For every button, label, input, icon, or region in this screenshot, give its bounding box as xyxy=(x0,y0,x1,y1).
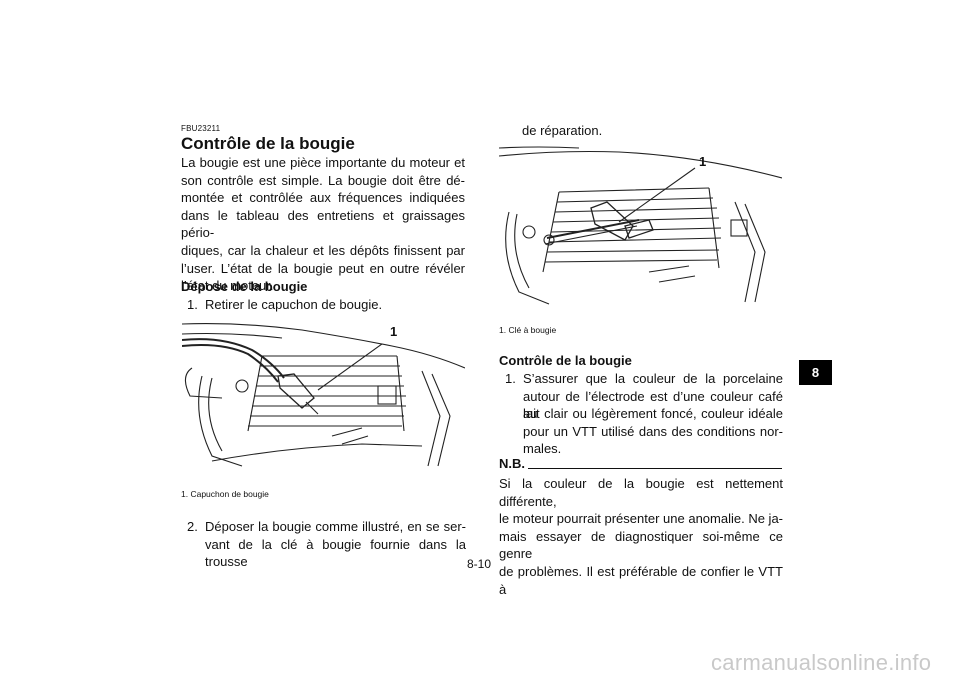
check-step-1: 1. S’assurer que la couleur de la porcel… xyxy=(505,370,783,460)
removal-step-2: 2. Déposer la bougie comme illustré, en … xyxy=(187,518,467,569)
figure-spark-plug-wrench: 1 xyxy=(499,142,782,310)
step-text-line: pour un VTT utilisé dans des conditions … xyxy=(523,423,783,439)
figure2-callout: 1 xyxy=(699,154,707,169)
step-text-line: autour de l’électrode est d’une couleur … xyxy=(523,388,783,422)
note-line: Si la couleur de la bougie est nettement… xyxy=(499,476,783,509)
intro-line: La bougie est une pièce importante du mo… xyxy=(181,155,465,170)
removal-step-1: 1. Retirer le capuchon de bougie. xyxy=(187,296,467,314)
intro-line: diques, car la chaleur et les dépôts fin… xyxy=(181,242,465,258)
step-text-line: lait clair ou légèrement foncé, couleur … xyxy=(523,406,783,422)
check-heading: Contrôle de la bougie xyxy=(499,353,632,368)
step-text-line: males. xyxy=(523,441,562,457)
step-number: 1. xyxy=(505,371,516,386)
step-number: 2. xyxy=(187,519,198,534)
engine-illustration-1 xyxy=(182,323,465,467)
page-number: 8-10 xyxy=(467,557,492,571)
step-text-line: vant de la clé à bougie fournie dans la … xyxy=(205,536,466,570)
chapter-tab: 8 xyxy=(799,360,832,385)
figure1-callout: 1 xyxy=(390,324,398,339)
intro-line: l’user. L’état de la bougie peut en outr… xyxy=(181,260,465,276)
step-text: Retirer le capuchon de bougie. xyxy=(205,297,383,312)
removal-step-2-continued: de réparation. xyxy=(522,123,603,138)
step-number: 1. xyxy=(187,297,198,312)
note-paragraph: Si la couleur de la bougie est nettement… xyxy=(499,475,783,598)
section-code: FBU23211 xyxy=(181,124,221,133)
figure1-caption: 1. Capuchon de bougie xyxy=(181,489,269,499)
intro-line: montée et contrôlée aux fréquences indiq… xyxy=(181,190,465,206)
step-text-line: Déposer la bougie comme illustré, en se … xyxy=(205,519,466,534)
section-title: Contrôle de la bougie xyxy=(181,134,355,153)
step-text-line: S’assurer que la couleur de la porcelain… xyxy=(523,371,783,386)
engine-illustration-2 xyxy=(499,146,782,305)
note-line: le moteur pourrait présenter une anomali… xyxy=(499,511,783,527)
intro-line: l’état du moteur. xyxy=(181,278,274,294)
watermark-text: carmanualsonline.info xyxy=(711,650,932,675)
note-rule xyxy=(528,468,782,469)
figure2-caption: 1. Clé à bougie xyxy=(499,325,557,335)
removal-heading: Dépose de la bougie xyxy=(181,279,308,294)
intro-paragraph: La bougie est une pièce importante du mo… xyxy=(181,154,465,295)
intro-line: dans le tableau des entretiens et graiss… xyxy=(181,207,465,241)
intro-line: son contrôle est simple. La bougie doit … xyxy=(181,172,465,188)
figure-spark-plug-cap: 1 xyxy=(182,316,465,476)
note-line: mais essayer de diagnostiquer soi-même c… xyxy=(499,528,783,562)
note-line: de problèmes. Il est préférable de confi… xyxy=(499,563,783,597)
note-label: N.B. xyxy=(499,456,525,471)
